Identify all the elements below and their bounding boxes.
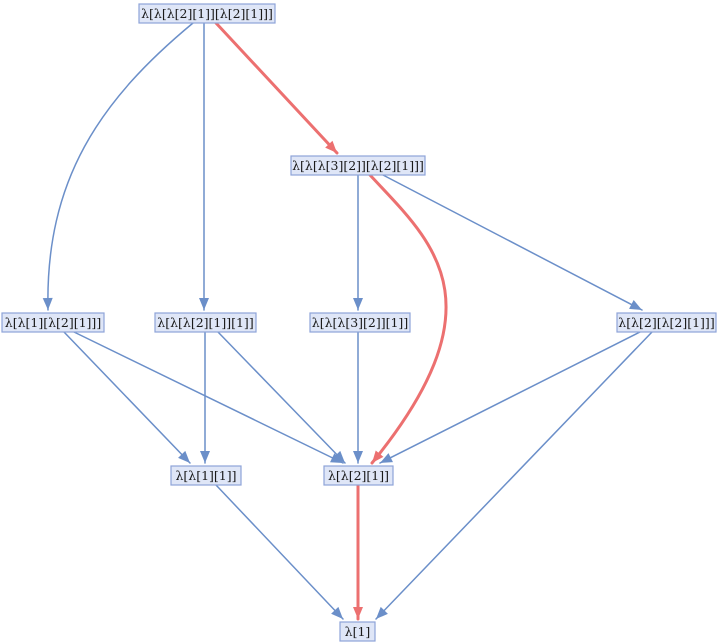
node-label: λ[λ[λ[3][2]][λ[2][1]]] xyxy=(292,158,424,173)
edge-n3-n7 xyxy=(217,331,346,464)
node-label: λ[1] xyxy=(345,624,371,639)
node-label: λ[λ[λ[3][2]][1]] xyxy=(312,315,408,330)
node-n4: λ[λ[λ[3][2]][1]] xyxy=(309,312,411,333)
node-box xyxy=(1,312,105,333)
node-n8: λ[1] xyxy=(339,621,376,642)
node-n5: λ[λ[2][λ[2][1]]] xyxy=(616,312,717,333)
node-label: λ[λ[2][1]] xyxy=(328,468,389,483)
node-box xyxy=(309,312,411,333)
edge-line xyxy=(47,22,194,311)
edge-line xyxy=(215,484,344,620)
node-label: λ[λ[λ[2][1]][λ[2][1]]] xyxy=(141,6,273,21)
edge-n7-n8-highlighted xyxy=(353,483,363,621)
edge-n4-n7 xyxy=(353,331,363,464)
edge-n1-n5 xyxy=(382,174,643,311)
nodes-layer: λ[λ[λ[2][1]][λ[2][1]]] λ[λ[λ[3][2]][λ[2][… xyxy=(1,3,717,642)
edge-n5-n7 xyxy=(379,331,641,464)
arrowhead xyxy=(178,450,190,463)
edge-line xyxy=(63,331,191,464)
arrowhead xyxy=(331,606,343,619)
node-box xyxy=(170,465,242,486)
edge-n1-n7-highlighted xyxy=(368,173,448,465)
edge-n2-n6 xyxy=(63,331,191,464)
arrowhead xyxy=(629,300,642,310)
node-box xyxy=(154,312,257,333)
node-n0: λ[λ[λ[2][1]][λ[2][1]]] xyxy=(138,3,276,24)
node-box xyxy=(323,465,394,486)
node-n6: λ[λ[1][1]] xyxy=(170,465,242,486)
node-n7: λ[λ[2][1]] xyxy=(323,465,394,486)
node-label: λ[λ[2][λ[2][1]]] xyxy=(618,315,714,330)
node-label: λ[λ[λ[2][1]][1]] xyxy=(157,315,253,330)
node-box xyxy=(290,155,426,176)
arrowhead xyxy=(376,606,388,619)
edge-line xyxy=(214,21,339,155)
node-n2: λ[λ[1][λ[2][1]]] xyxy=(1,312,105,333)
node-box xyxy=(616,312,717,333)
arrowhead xyxy=(353,298,363,310)
edge-n2-n7 xyxy=(73,331,344,464)
edge-n0-n1-highlighted xyxy=(214,21,339,155)
node-label: λ[λ[1][1]] xyxy=(175,468,236,483)
edges-layer xyxy=(42,21,653,621)
edge-line xyxy=(382,174,643,311)
arrowhead xyxy=(199,298,209,310)
edge-n3-n6 xyxy=(200,331,210,464)
node-box xyxy=(138,3,276,24)
arrowhead xyxy=(42,297,53,310)
arrowhead xyxy=(333,450,345,463)
node-n3: λ[λ[λ[2][1]][1]] xyxy=(154,312,257,333)
edge-n0-n2 xyxy=(42,22,194,311)
arrowhead xyxy=(325,140,337,153)
arrowhead xyxy=(353,451,363,463)
node-n1: λ[λ[λ[3][2]][λ[2][1]]] xyxy=(290,155,426,176)
edge-line xyxy=(217,331,346,464)
arrowhead xyxy=(380,453,393,463)
arrowhead xyxy=(353,607,363,619)
edge-n5-n8 xyxy=(375,331,653,620)
edge-n6-n8 xyxy=(215,484,344,620)
node-box xyxy=(339,621,376,642)
arrowhead xyxy=(200,451,210,463)
edge-line xyxy=(73,331,344,464)
edge-line xyxy=(368,173,448,465)
edge-line xyxy=(375,331,653,620)
edge-n0-n3 xyxy=(199,22,209,311)
arrowhead xyxy=(372,450,384,463)
edge-n1-n4 xyxy=(353,174,363,311)
edge-line xyxy=(379,331,641,464)
node-label: λ[λ[1][λ[2][1]]] xyxy=(5,315,101,330)
